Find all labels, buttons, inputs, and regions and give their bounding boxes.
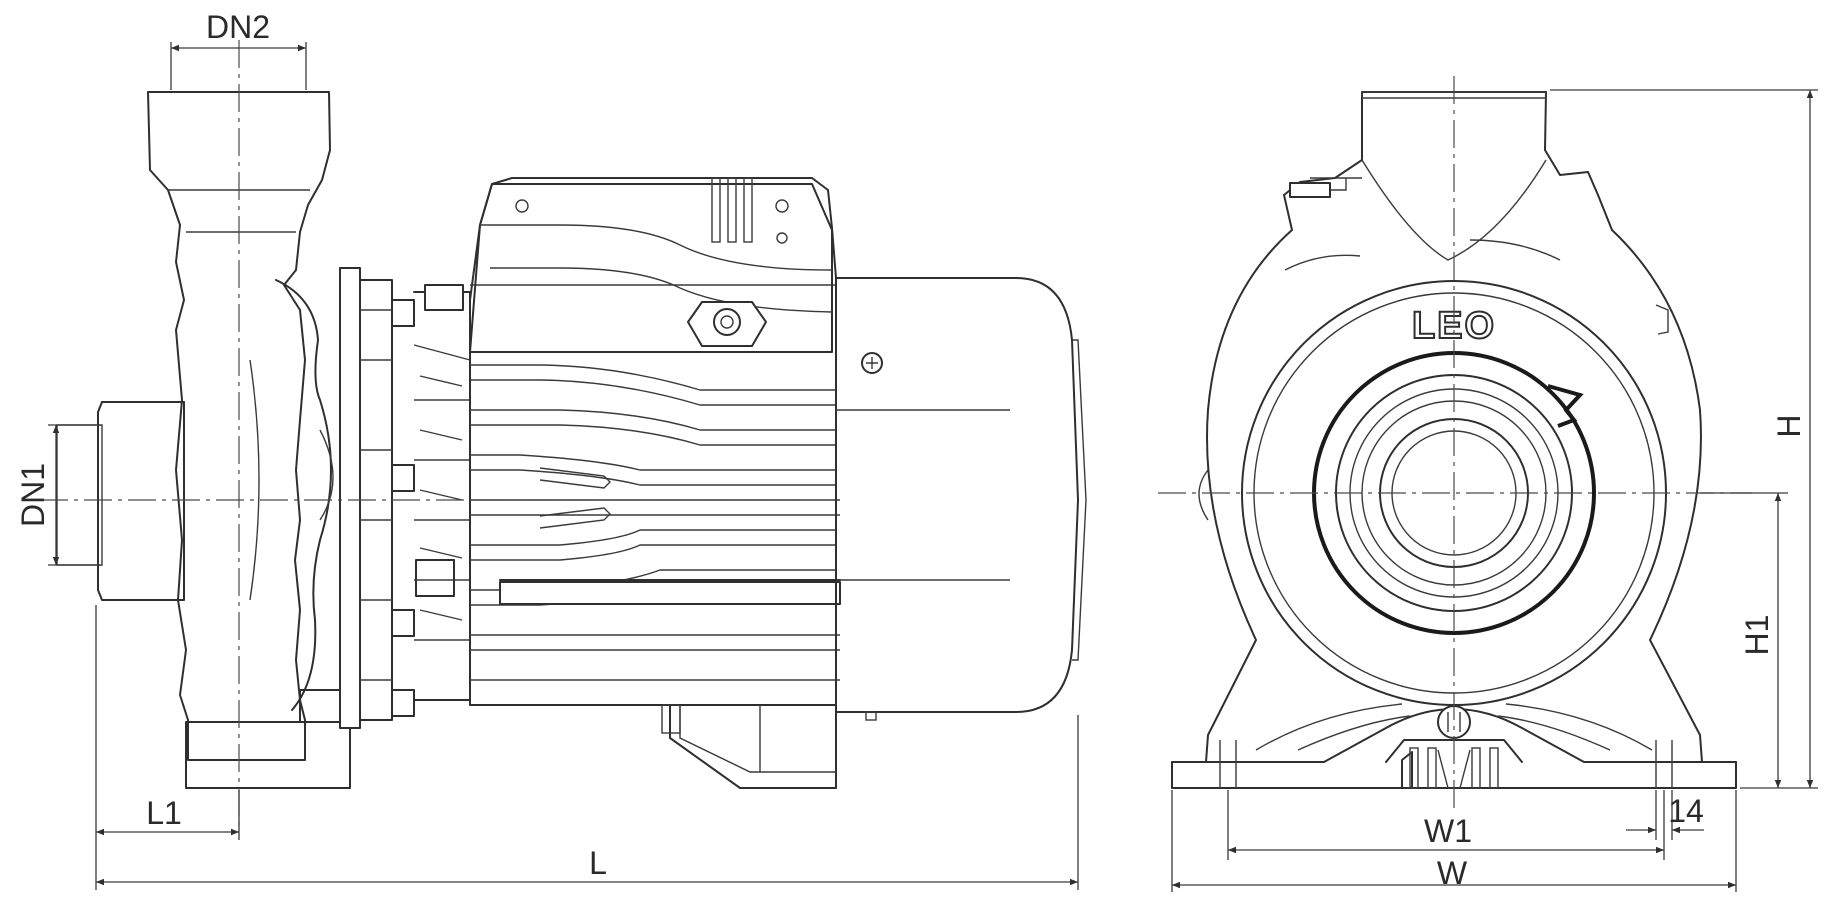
fan-cover <box>835 277 1079 713</box>
dimension-label-h: H <box>1771 414 1807 437</box>
volute-casing-front <box>1171 91 1737 789</box>
pump-foot-side <box>185 721 351 789</box>
cable-gland <box>687 301 767 347</box>
pump-front-view: LEO <box>1158 76 1752 810</box>
drain-plug-slots <box>1409 747 1499 789</box>
volute-casing-side <box>147 91 331 761</box>
dimension-lines: DN2 DN1 L1 L H H1 W1 W 14 <box>15 9 1818 892</box>
dimension-label-w: W <box>1437 855 1468 891</box>
bracket-flange <box>339 267 361 729</box>
dimension-label-l: L <box>589 845 607 881</box>
motor-body <box>469 177 837 706</box>
brand-logo: LEO <box>1412 305 1496 347</box>
dimension-label-h1: H1 <box>1739 615 1775 656</box>
pump-side-view <box>40 40 1087 830</box>
flange-bolts <box>391 299 455 717</box>
dimension-label-l1: L1 <box>146 795 182 831</box>
suction-nozzle <box>97 401 185 601</box>
dimension-label-dn1: DN1 <box>15 463 51 527</box>
dimension-label-w1: W1 <box>1424 813 1472 849</box>
dimension-label-bolt-hole: 14 <box>1668 793 1704 829</box>
motor-cooling-fins <box>470 364 840 681</box>
terminal-box-vents <box>711 177 753 243</box>
earth-screw <box>861 352 883 374</box>
dimension-label-dn2: DN2 <box>206 9 270 45</box>
